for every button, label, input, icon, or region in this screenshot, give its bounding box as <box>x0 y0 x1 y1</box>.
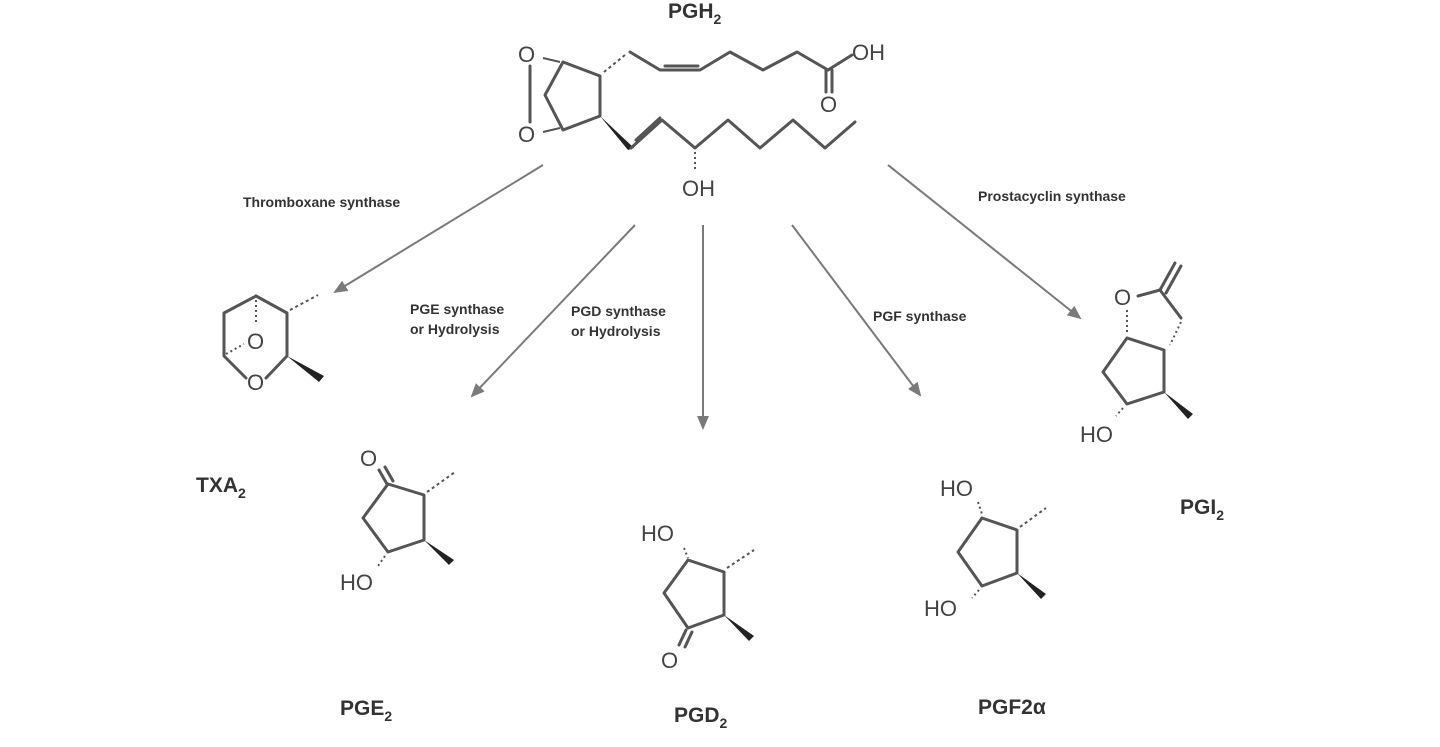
atom-o: O <box>360 446 377 471</box>
pgh2-structure: PGH2 O O OH O OH <box>518 0 885 201</box>
atom-o: O <box>1114 285 1131 310</box>
atom-ho: HO <box>940 476 973 501</box>
pgd2-structure: HO O PGD2 <box>641 521 755 731</box>
pge2-label: PGE2 <box>340 697 392 724</box>
atom-ho: HO <box>1080 422 1113 447</box>
arrow-pgf <box>791 224 922 397</box>
enzyme-label-pgd-2: or Hydrolysis <box>571 323 661 339</box>
atom-o: O <box>518 42 535 67</box>
pgi2-label: PGI2 <box>1180 496 1224 523</box>
atom-oh: OH <box>682 176 715 201</box>
pgd2-label: PGD2 <box>674 704 728 731</box>
arrow-prostacyclin <box>887 164 1082 320</box>
atom-ho: HO <box>924 596 957 621</box>
enzyme-label-pge: PGE synthase <box>410 301 504 317</box>
enzyme-label-prostacyclin: Prostacyclin synthase <box>978 188 1126 204</box>
arrow-thromboxane <box>333 164 544 294</box>
reaction-arrows <box>333 164 1082 430</box>
pgf2a-label: PGF2α <box>978 696 1046 719</box>
atom-o: O <box>247 329 264 354</box>
atom-o: O <box>820 92 837 117</box>
atom-ho: HO <box>340 570 373 595</box>
pge2-structure: O HO PGE2 <box>340 446 456 724</box>
atom-o: O <box>518 122 535 147</box>
atom-ho: HO <box>641 521 674 546</box>
enzyme-label-thromboxane: Thromboxane synthase <box>243 194 400 210</box>
enzyme-label-pgf: PGF synthase <box>873 308 967 324</box>
arrow-pge <box>470 224 636 398</box>
atom-o: O <box>661 648 678 673</box>
pgh2-label: PGH2 <box>668 0 722 27</box>
txa2-label: TXA2 <box>196 474 246 501</box>
atom-oh: OH <box>852 40 885 65</box>
enzyme-label-pgd: PGD synthase <box>571 303 666 319</box>
atom-o: O <box>247 370 264 395</box>
txa2-structure: O O TXA2 <box>196 294 324 501</box>
enzyme-label-pge-2: or Hydrolysis <box>410 321 500 337</box>
pgf2a-structure: HO HO PGF2α <box>924 476 1047 719</box>
pgi2-structure: O HO PGI2 <box>1080 261 1224 523</box>
